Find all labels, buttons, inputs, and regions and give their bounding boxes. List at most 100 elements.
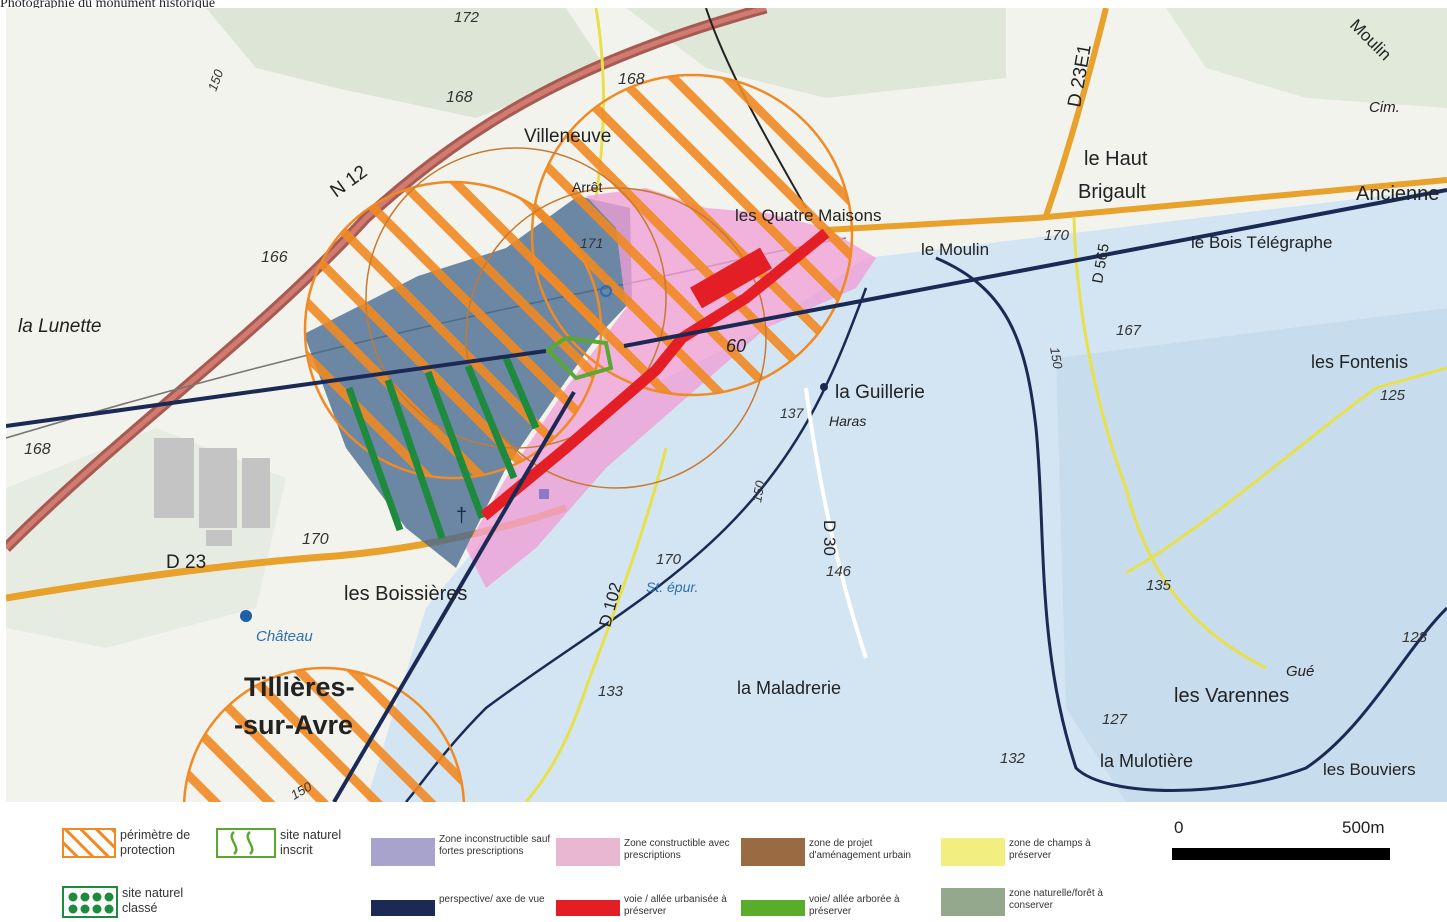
scale-start: 0 [1174,818,1184,837]
elev-132: 132 [1000,750,1026,767]
legend-voie-urbanisee: voie / allée urbanisée à préserver [556,894,736,918]
label-d30: D 30 [820,520,839,556]
label-gue: Gué [1286,663,1314,680]
label-les-varennes: les Varennes [1174,685,1289,707]
legend-label-constructible: Zone constructible avec prescriptions [624,838,730,861]
elev-128: 128 [1402,629,1428,646]
elev-168-b: 168 [446,89,473,106]
forest-patch [206,8,606,118]
legend-label-site-inscrit: site naturel inscrit [280,828,342,857]
label-arrete: Arrêt [572,179,602,195]
legend-voie-arboree: voie/ allée arborée à préserver [741,894,929,918]
wetland-zone [1056,308,1447,802]
road-d23-east [825,177,1447,233]
elev-171: 171 [580,235,603,251]
elev-168-left: 168 [24,441,51,458]
label-d60: 60 [726,336,746,356]
legend-perspective: perspective/ axe de vue [371,894,551,916]
scale-bar-rect [1172,848,1390,860]
monument-marker[interactable] [600,285,612,297]
elev-150-c: 150 [749,479,768,504]
legend-label-champs: zone de champs à préserver [1009,838,1091,861]
label-haut-brigault-1: le Haut [1084,148,1148,170]
map-legend: périmètre de protection site naturel ins… [0,802,1447,922]
chateau-marker[interactable] [240,610,252,622]
map-canvas[interactable]: † Villeneuve les Quatre Maisons le Mouli… [6,8,1447,802]
legend-constructible: Zone constructible avec prescriptions [556,838,734,866]
legend-label-voie-urbanisee: voie / allée urbanisée à préserver [624,894,727,917]
elev-170-a: 170 [302,531,329,548]
legend-label-voie-arboree: voie/ allée arborée à préserver [809,894,900,917]
forest-patch [626,8,1006,98]
label-les-boissieres: les Boissières [344,583,467,605]
perimetre-outline-sw[interactable] [182,666,466,802]
label-villeneuve: Villeneuve [524,126,611,147]
elev-137: 137 [780,405,805,421]
river [935,256,1447,792]
elev-125: 125 [1380,387,1406,404]
label-cim: Cim. [1369,99,1400,116]
label-d23: D 23 [166,552,206,573]
map-caption: Photographie du monument historique [0,0,216,11]
legend-swatch-projet [741,838,805,866]
legend-swatch-foret [941,888,1005,916]
scale-end: 500m [1342,818,1385,837]
legend-swatch-inconstructible [371,838,435,866]
legend-label-projet: zone de projet d'aménagement urbain [809,838,911,861]
elev-127: 127 [1102,711,1128,728]
elev-146: 146 [826,563,852,580]
chapel-marker[interactable] [539,489,549,499]
elev-135: 135 [1146,577,1172,594]
legend-swatch-voie-arboree [741,900,805,916]
perspective-axes[interactable] [6,188,1447,802]
legend-swatch-constructible [556,838,620,866]
road-d102 [524,447,668,802]
perimetre-inner [365,147,667,449]
legend-projet: zone de projet d'aménagement urbain [741,838,937,866]
elev-150-a: 150 [205,67,227,93]
legend-label-foret: zone naturelle/forêt à conserver [1009,888,1103,911]
label-les-fontenis: les Fontenis [1311,352,1408,372]
legend-site-classe: site naturel classé [62,886,212,918]
legend-swatch-site-classe [62,886,118,918]
place-labels: Villeneuve les Quatre Maisons le Moulin … [18,15,1439,779]
elev-170-c: 170 [656,551,682,568]
elev-168-top: 168 [618,71,645,88]
industrial-buildings [154,438,270,546]
legend-champs: zone de champs à préserver [941,838,1121,866]
elev-167: 167 [1116,322,1142,339]
legend-label-inconstructible: Zone inconstructible sauf fortes prescri… [439,834,551,857]
legend-perimetre: périmètre de protection [62,828,206,858]
forest-patch [1166,8,1447,108]
road-d23e1 [1043,8,1109,217]
legend-swatch-site-inscrit [216,828,276,858]
label-d565: D 565 [1089,242,1113,284]
label-tillieres-1: Tillières- [244,672,355,702]
elevation-labels: 172 168 168 171 166 168 170 170 170 167 … [24,9,1428,802]
site-classe-bars[interactable] [345,356,540,540]
scale-bar: 0 500m [1170,812,1400,872]
road-d30 [804,387,868,659]
label-la-maladrerie: la Maladrerie [737,678,841,698]
label-quatre-maisons: les Quatre Maisons [735,206,881,225]
perimetre-outline-east[interactable] [530,73,854,397]
perimetre-outline-big[interactable] [303,180,603,480]
road-d565 [1072,217,1267,670]
legend-inconstructible: Zone inconstructible sauf fortes prescri… [371,834,551,866]
legend-label-perimetre: périmètre de protection [120,828,191,857]
voie-urbanisee[interactable] [480,228,830,521]
legend-swatch-perspective [371,900,435,916]
voie-urbanisee-thick[interactable] [690,247,772,309]
label-le-moulin: le Moulin [921,240,989,259]
legend-foret: zone naturelle/forêt à conserver [941,888,1121,916]
site-inscrit-outline[interactable] [544,335,614,381]
label-la-guillerie: la Guillerie [835,382,925,403]
guillerie-marker[interactable] [820,383,828,391]
legend-label-perspective: perspective/ axe de vue [439,894,545,905]
label-step: St. épur. [646,579,698,595]
label-chateau: Château [256,628,313,645]
legend-label-site-classe: site naturel classé [122,886,184,915]
label-bois-telegraphe: le Bois Télégraphe [1191,233,1332,252]
label-haut-brigault-2: Brigault [1078,181,1146,203]
label-la-mulotiere: la Mulotière [1100,751,1193,771]
